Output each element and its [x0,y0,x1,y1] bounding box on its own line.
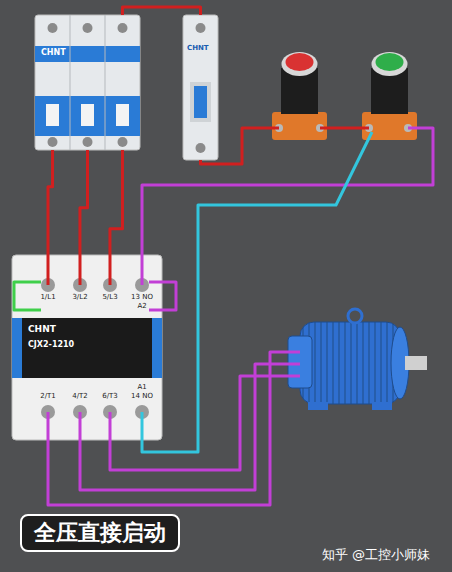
breaker-body: CHNT [183,15,218,160]
stop-button [272,52,327,140]
motor [288,309,427,410]
brand-label: CHNT [41,49,66,58]
title-banner: 全压直接启动 [20,514,180,552]
terminal-label: A2 [137,303,146,311]
model-label: CJX2-1210 [28,341,74,350]
brand-label: CHNT [28,325,56,335]
watermark: 知乎 @工控小师妹 [322,548,430,562]
terminal-label: 13 NO [131,294,153,302]
terminal-label: A1 [137,384,146,392]
contactor [12,255,162,440]
brand-label: CHNT [187,45,209,53]
breaker-body: CHNT [35,15,140,150]
terminal-label: 1/L1 [40,294,55,302]
terminal-label: 6/T3 [102,393,118,401]
wires [14,128,433,505]
terminal-label: 5/L3 [102,294,117,302]
power-wire [110,150,123,255]
terminal-label: 3/L2 [72,294,87,302]
power-wire [48,150,53,255]
terminal-label: 14 NO [131,393,153,401]
terminal-label: 2/T1 [40,393,56,401]
terminal-label: 4/T2 [72,393,88,401]
contactor-body: CHNT CJX2-1210 [12,255,162,440]
single-pole-breaker [183,15,218,160]
power-wire [122,7,200,15]
power-wire [80,150,88,255]
three-pole-breaker [35,15,140,150]
